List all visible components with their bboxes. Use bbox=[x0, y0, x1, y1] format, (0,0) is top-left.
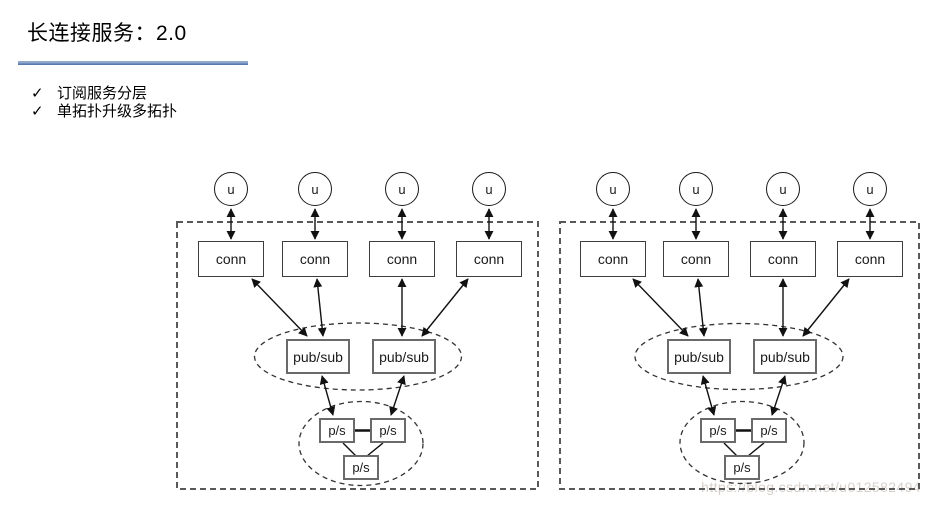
pubsub-node: pub/sub bbox=[753, 339, 817, 374]
bullet-text: 订阅服务分层 bbox=[57, 85, 148, 102]
pubsub-group-ellipse-right bbox=[634, 322, 844, 391]
pubsub-node: pub/sub bbox=[286, 339, 350, 374]
ps-node: p/s bbox=[751, 418, 787, 443]
user-node: u bbox=[298, 172, 332, 206]
bullet-item: ✓ 单拓扑升级多拓扑 bbox=[31, 103, 177, 121]
arrows-right bbox=[608, 208, 875, 457]
conn-node: conn bbox=[369, 241, 435, 277]
user-node: u bbox=[472, 172, 506, 206]
conn-node: conn bbox=[663, 241, 729, 277]
user-node: u bbox=[679, 172, 713, 206]
ps-node: p/s bbox=[343, 455, 379, 480]
bullet-list: ✓ 订阅服务分层 ✓ 单拓扑升级多拓扑 bbox=[31, 85, 177, 121]
conn-node: conn bbox=[837, 241, 903, 277]
arrows-left bbox=[226, 208, 494, 457]
ps-group-ellipse-left bbox=[298, 400, 424, 487]
bullet-text: 单拓扑升级多拓扑 bbox=[57, 103, 178, 120]
conn-node: conn bbox=[282, 241, 348, 277]
checkmark-icon: ✓ bbox=[31, 103, 44, 120]
ps-node: p/s bbox=[319, 418, 355, 443]
checkmark-icon: ✓ bbox=[31, 85, 44, 102]
cluster-border-left bbox=[176, 221, 539, 490]
cluster-border-right bbox=[559, 221, 920, 490]
conn-node: conn bbox=[198, 241, 264, 277]
page-title: 长连接服务：2.0 bbox=[27, 22, 187, 45]
user-node: u bbox=[385, 172, 419, 206]
pubsub-node: pub/sub bbox=[372, 339, 436, 374]
pubsub-group-ellipse-left bbox=[253, 322, 463, 391]
ps-node: p/s bbox=[700, 418, 736, 443]
ps-node: p/s bbox=[370, 418, 406, 443]
conn-node: conn bbox=[580, 241, 646, 277]
user-node: u bbox=[596, 172, 630, 206]
conn-node: conn bbox=[456, 241, 522, 277]
user-node: u bbox=[853, 172, 887, 206]
user-node: u bbox=[214, 172, 248, 206]
ps-node: p/s bbox=[724, 455, 760, 480]
ps-group-ellipse-right bbox=[679, 400, 805, 485]
pubsub-node: pub/sub bbox=[667, 339, 731, 374]
conn-node: conn bbox=[750, 241, 816, 277]
title-underline bbox=[18, 61, 248, 65]
user-node: u bbox=[766, 172, 800, 206]
bullet-item: ✓ 订阅服务分层 bbox=[31, 85, 177, 103]
